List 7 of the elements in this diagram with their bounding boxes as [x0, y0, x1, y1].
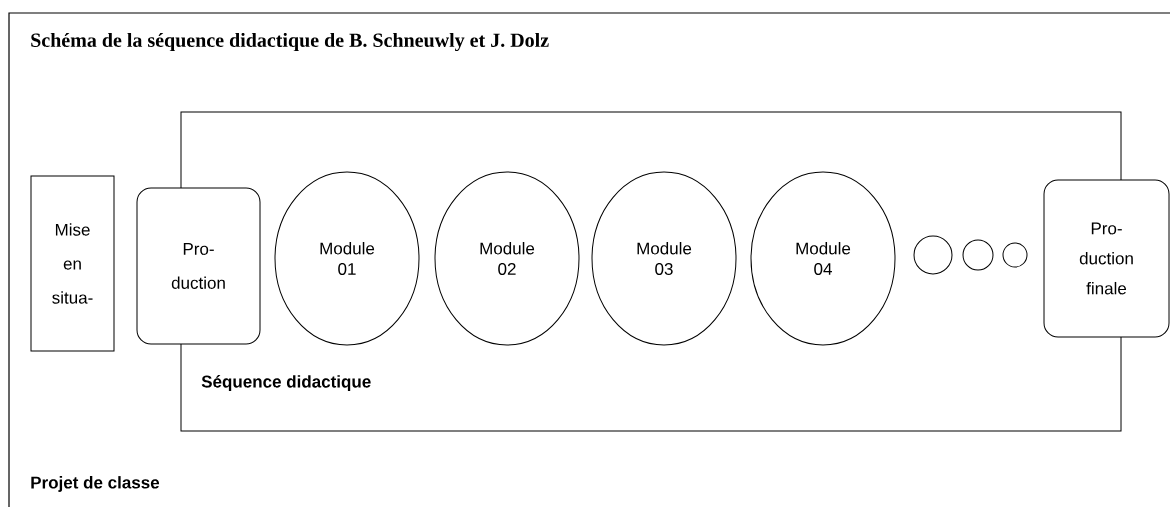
- small-circle: [913, 235, 953, 275]
- rounded-box: Pro- duction finale: [1043, 179, 1170, 338]
- small-circle: [1002, 242, 1028, 268]
- title: Schéma de la séquence didactique de B. Schneuwly et J. Dolz: [31, 32, 549, 52]
- small-circle: [962, 239, 994, 271]
- rounded-box: Pro- duction: [136, 187, 261, 345]
- process-box: Mise en situa-: [30, 175, 115, 352]
